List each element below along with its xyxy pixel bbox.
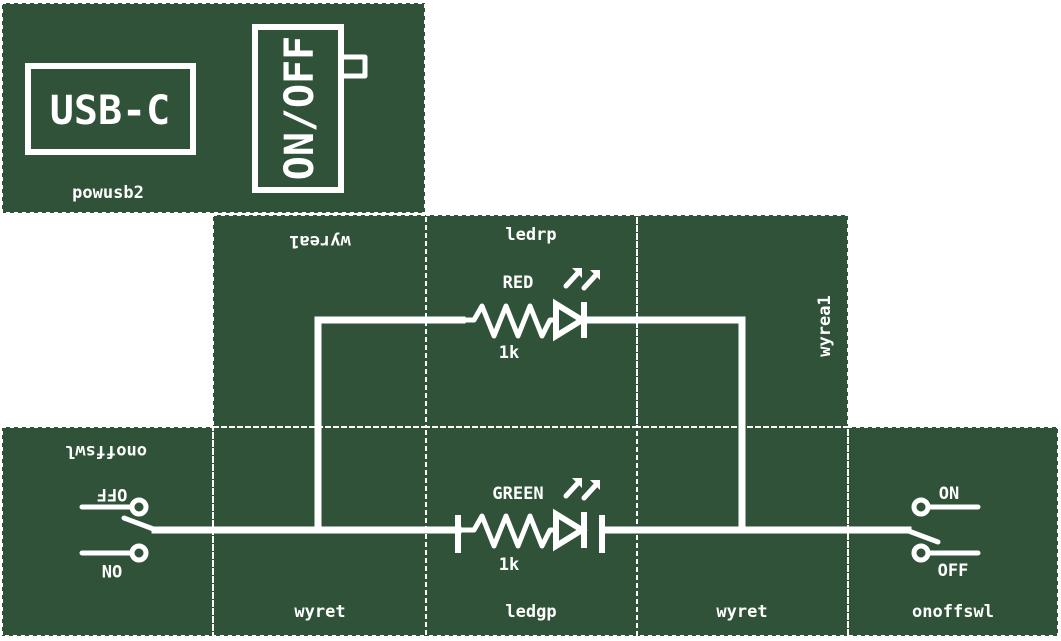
trace-top-loop: [314, 316, 466, 534]
traces: [151, 316, 912, 534]
module-label-wyrea1-right: wyrea1: [815, 295, 835, 356]
module-label-onoffswl-left: onoffswl: [65, 441, 147, 461]
module-label-wyrea1-top: wyrea1: [289, 231, 350, 251]
module-label-powusb2: powusb2: [72, 183, 144, 203]
usb-c-connector: USB-C: [25, 63, 196, 155]
switch-right-on-label: ON: [939, 484, 959, 504]
green-resistor-value: 1k: [499, 555, 519, 575]
light-arrows-red-icon: [563, 268, 600, 291]
module-label-wyret-right: wyret: [716, 602, 767, 622]
switch-left-off-label: OFF: [97, 484, 128, 504]
switch-right-lever: [903, 527, 941, 545]
power-switch: ON/OFF: [252, 24, 368, 193]
resistor-red: [459, 303, 559, 339]
led-red-icon: [553, 298, 588, 342]
usb-c-label: USB-C: [50, 88, 170, 134]
module-label-ledgp: ledgp: [505, 602, 556, 622]
switch-right-off-label: OFF: [938, 561, 969, 581]
switch-left-lever: [121, 515, 159, 533]
resistor-green: [455, 513, 559, 549]
red-resistor-value: 1k: [499, 343, 519, 363]
module-label-ledrp: ledrp: [505, 225, 556, 245]
module-label-wyret-left: wyret: [294, 602, 345, 622]
switch-left-on-label: ON: [102, 560, 122, 580]
switch-right: ON OFF: [903, 484, 981, 581]
red-led-label: RED: [503, 273, 534, 293]
red-led-circuit: RED 1k: [459, 268, 600, 363]
led-green-icon: [553, 508, 588, 552]
light-arrows-green-icon: [563, 478, 600, 501]
green-led-circuit: GREEN 1k: [455, 478, 605, 575]
trace-top-right: [586, 316, 746, 534]
power-switch-label: ON/OFF: [277, 36, 323, 181]
switch-left: OFF ON: [79, 484, 159, 580]
module-label-onoffswl-right: onoffswl: [912, 602, 994, 622]
tile-powusb2: [2, 3, 425, 213]
green-led-label: GREEN: [492, 484, 543, 504]
